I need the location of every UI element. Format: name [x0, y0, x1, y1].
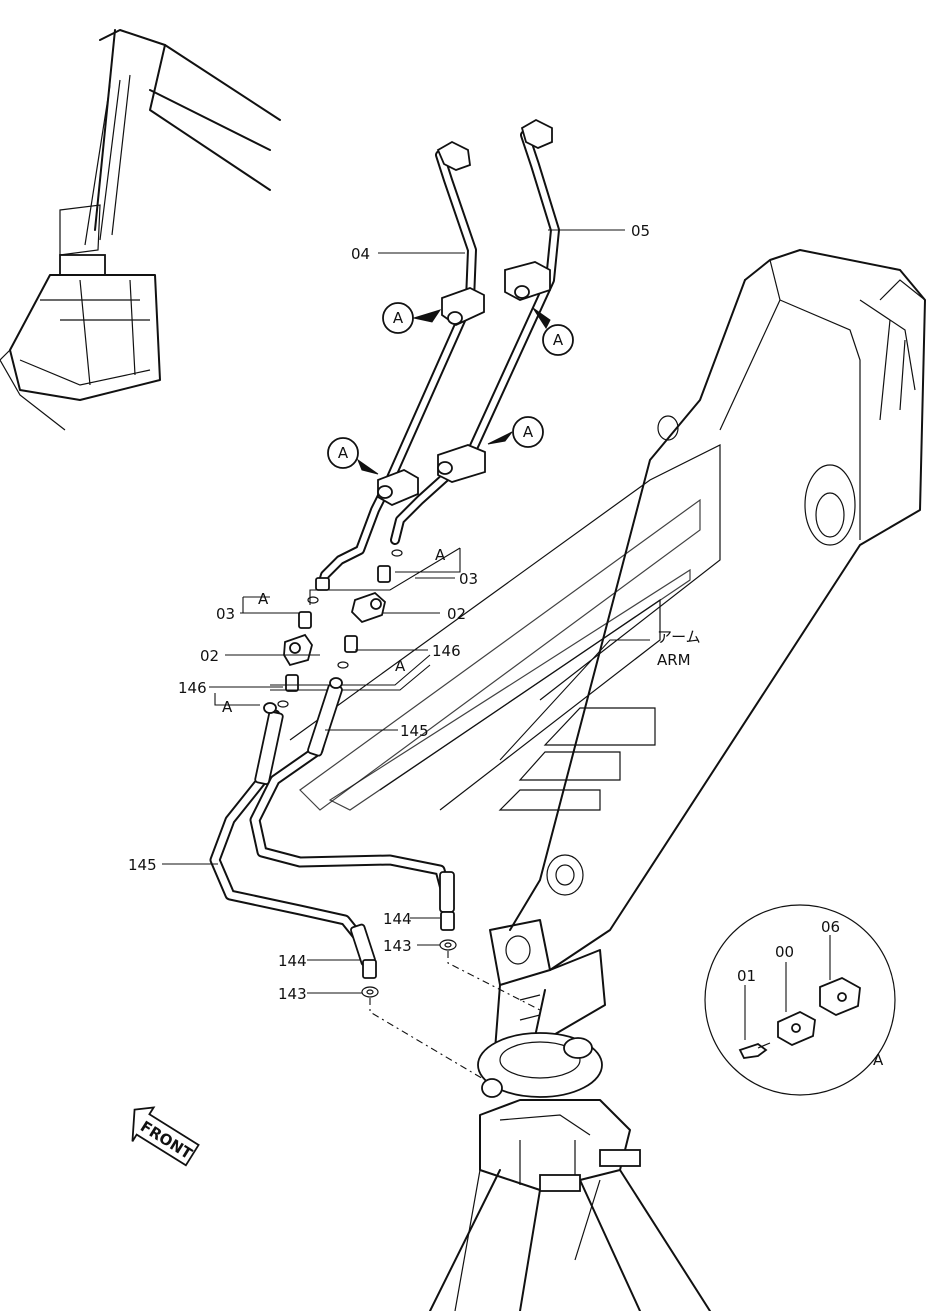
svg-text:A: A: [338, 444, 349, 462]
arm-label-jp: アーム: [657, 628, 701, 646]
callout-a-3: A: [327, 437, 379, 475]
hose-145-left: [209, 709, 376, 971]
label-00: 00: [775, 943, 794, 961]
label-a-ref-1: A: [435, 546, 446, 564]
label-01: 01: [737, 967, 756, 985]
label-05: 05: [631, 222, 650, 240]
callout-a-2: A: [532, 307, 574, 356]
part-labels: 04 05 A 03 A 03 02 02 146 A 146 A 145 14…: [128, 222, 884, 1069]
callout-a-4: A: [487, 416, 544, 448]
label-a-ref-2: A: [258, 590, 269, 608]
label-a-ref-3: A: [395, 657, 406, 675]
background-pattern: [289, 444, 721, 811]
excavator-overview-inset: [0, 29, 281, 431]
label-144-left: 144: [278, 952, 307, 970]
pipe-05: [390, 118, 560, 545]
callout-a-1: A: [382, 302, 442, 334]
svg-text:A: A: [553, 331, 564, 349]
label-02-right: 02: [447, 605, 466, 623]
label-146-left: 146: [178, 679, 207, 697]
adapters-and-washers: [361, 911, 541, 1081]
label-143-right: 143: [383, 937, 412, 955]
svg-text:A: A: [393, 309, 404, 327]
label-03-right: 03: [459, 570, 478, 588]
label-145-left: 145: [128, 856, 157, 874]
label-145-top: 145: [400, 722, 429, 740]
rotator-assembly: [429, 1032, 711, 1311]
pipe-clamps: [377, 261, 551, 507]
excavator-arm: [489, 249, 926, 1061]
reference-brackets: [214, 547, 461, 706]
label-a-detail: A: [873, 1051, 884, 1069]
arm-label-en: ARM: [657, 651, 691, 669]
front-arrow: FRONT: [131, 1106, 200, 1167]
label-143-left: 143: [278, 985, 307, 1003]
label-03-left: 03: [216, 605, 235, 623]
label-144-right: 144: [383, 910, 412, 928]
label-02-left: 02: [200, 647, 219, 665]
label-leaders: [162, 229, 650, 994]
detail-a-inset: [704, 904, 896, 1096]
label-04: 04: [351, 245, 370, 263]
label-146-right: 146: [432, 642, 461, 660]
hose-145-right: [249, 679, 454, 921]
label-06: 06: [821, 918, 840, 936]
svg-text:A: A: [523, 423, 534, 441]
fittings: [277, 549, 403, 708]
label-a-ref-4: A: [222, 698, 233, 716]
hose-crimp-ends: [254, 677, 455, 967]
